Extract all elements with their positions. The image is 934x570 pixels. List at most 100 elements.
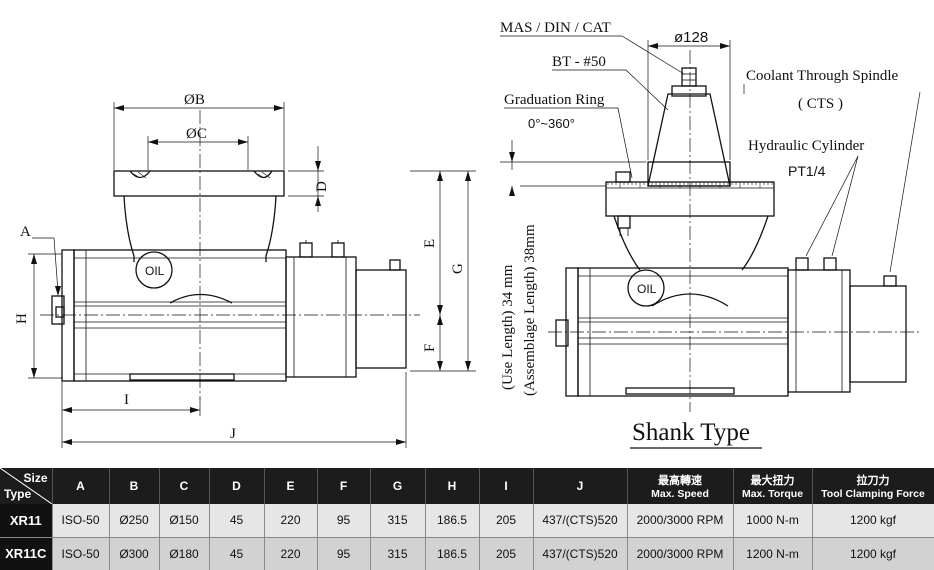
row-type: XR11C: [0, 537, 53, 570]
col-header-label: J: [576, 479, 584, 493]
col-header-label: A: [76, 479, 85, 493]
coolant-head-right: [849, 285, 907, 383]
table-cell: 2000/3000 RPM: [627, 504, 734, 538]
col-header-label: D: [232, 479, 241, 493]
col-header: D: [209, 468, 265, 504]
neck-left: [123, 195, 135, 262]
col-header-label: E: [286, 479, 295, 493]
hydraulic-cylinder-left: [285, 256, 357, 378]
hydraulic-cylinder-right: [787, 269, 851, 393]
dim-j: J: [230, 426, 236, 442]
bt-shank: [647, 93, 731, 187]
pull-stud: [681, 67, 697, 87]
table-cell: 1200 kgf: [812, 504, 934, 538]
col-header-en: Tool Clamping Force: [821, 488, 925, 500]
corner-size: Size: [23, 471, 48, 485]
col-header-en: Max. Speed: [651, 488, 709, 500]
coolant-head-left: [355, 269, 407, 369]
table-cell: 2000/3000 RPM: [627, 537, 734, 570]
table-cell: 437/(CTS)520: [533, 504, 628, 538]
label-pt14: PT1/4: [788, 163, 826, 179]
dim-f: F: [422, 344, 438, 352]
col-header-label: C: [179, 479, 189, 493]
table-cell: 315: [370, 537, 426, 570]
label-coolant: Coolant Through Spindle: [746, 68, 899, 84]
label-graduation-range: 0°~360°: [528, 116, 575, 131]
col-header-clamping-force: 拉刀力 Tool Clamping Force: [812, 468, 934, 504]
table-cell: 186.5: [425, 504, 480, 538]
col-header-cn: 最高轉速: [658, 475, 702, 487]
col-header: H: [425, 468, 480, 504]
table-cell: 186.5: [425, 537, 480, 570]
label-cts: ( CTS ): [798, 96, 843, 112]
table-cell: 437/(CTS)520: [533, 537, 628, 570]
col-header: A: [52, 468, 110, 504]
table-cell: Ø250: [109, 504, 160, 538]
col-header: G: [370, 468, 426, 504]
col-header-max-torque: 最大扭力 Max. Torque: [733, 468, 813, 504]
label-assemblage-length: (Assemblage Length) 38mm: [522, 224, 538, 396]
col-header-label: H: [447, 479, 457, 493]
col-header: J: [533, 468, 628, 504]
oil-label-right: OIL: [637, 282, 657, 296]
col-header-en: Max. Torque: [741, 488, 804, 500]
label-graduation-ring: Graduation Ring: [504, 92, 605, 108]
table-cell: 95: [317, 537, 371, 570]
col-header: F: [317, 468, 371, 504]
table-cell: ISO-50: [52, 537, 110, 570]
dim-d: D: [314, 181, 330, 192]
technical-drawing: OIL ØB ØC D: [14, 20, 921, 449]
col-header: I: [479, 468, 534, 504]
oil-port-left: [135, 251, 173, 289]
col-header-label: I: [504, 479, 508, 493]
table-cell: 1200 N-m: [733, 537, 813, 570]
col-header: B: [109, 468, 160, 504]
col-header: C: [159, 468, 210, 504]
label-bt50: BT - #50: [552, 54, 606, 70]
table-cell: 1000 N-m: [733, 504, 813, 538]
table-cell: 205: [479, 537, 534, 570]
main-body: [73, 249, 287, 382]
corner-type: Type: [4, 487, 32, 501]
table-cell: 45: [209, 504, 265, 538]
top-flange: [113, 170, 285, 197]
table-header-row: Size Type A B C D E F G H I J 最高轉速 Max. …: [0, 468, 934, 504]
table-cell: 220: [264, 504, 318, 538]
col-header-label: B: [129, 479, 139, 493]
spec-table: Size Type A B C D E F G H I J 最高轉速 Max. …: [0, 468, 934, 570]
corner-cell: Size Type: [0, 468, 53, 504]
col-header-max-speed: 最高轉速 Max. Speed: [627, 468, 734, 504]
dim-phi-b: ØB: [184, 92, 205, 108]
table-cell: 220: [264, 537, 318, 570]
dim-phi-c: ØC: [186, 126, 207, 142]
table-cell: 45: [209, 537, 265, 570]
col-header: E: [264, 468, 318, 504]
table-cell: 205: [479, 504, 534, 538]
table-cell: ISO-50: [52, 504, 110, 538]
dim-e: E: [422, 239, 438, 248]
table-cell: 95: [317, 504, 371, 538]
dim-h: H: [14, 313, 30, 324]
label-mas-din-cat: MAS / DIN / CAT: [500, 20, 611, 36]
col-header-label: G: [392, 479, 403, 493]
table-cell: 1200 kgf: [812, 537, 934, 570]
label-shank-type: Shank Type: [632, 419, 750, 446]
col-header-label: F: [339, 479, 348, 493]
label-use-length: (Use Length) 34 mm: [500, 264, 516, 390]
oil-label-left: OIL: [145, 264, 165, 278]
table-cell: Ø150: [159, 504, 210, 538]
col-header-cn: 拉刀力: [856, 475, 890, 487]
dim-phi128: ø128: [674, 29, 708, 46]
table-cell: 315: [370, 504, 426, 538]
dim-i: I: [124, 392, 129, 408]
dim-a: A: [20, 224, 31, 240]
table-cell: Ø180: [159, 537, 210, 570]
dim-g: G: [450, 263, 466, 274]
bottom-plate: [129, 373, 235, 381]
label-hydraulic: Hydraulic Cylinder: [748, 138, 864, 154]
col-header-cn: 最大扭力: [750, 475, 795, 487]
table-cell: Ø300: [109, 537, 160, 570]
row-type: XR11: [0, 504, 53, 538]
